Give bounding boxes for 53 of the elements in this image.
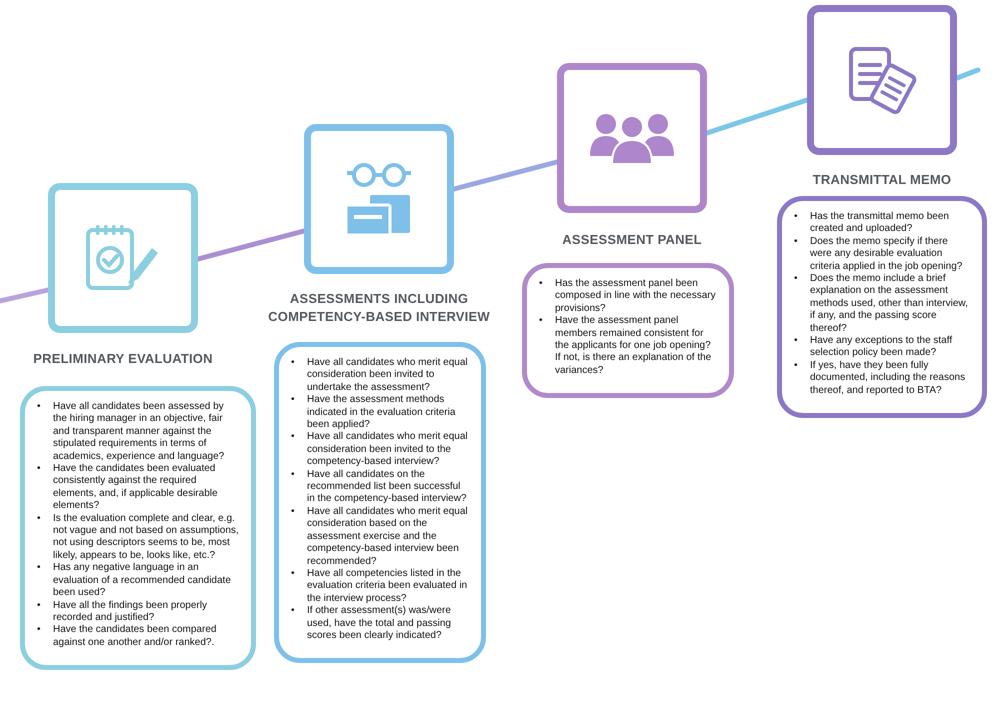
bullet-marker: • xyxy=(794,273,799,286)
bullet-marker: • xyxy=(794,211,799,224)
step-heading: ASSESSMENT PANEL xyxy=(561,231,703,249)
checklist-question: Has the assessment panel been composed in line with the necessary provisions? xyxy=(555,278,717,316)
checklist-question: If other assessment(s) was/were used, have the total and passing scores been clearly indicated? xyxy=(307,605,452,642)
connector-line xyxy=(704,98,810,136)
bullet-marker: • xyxy=(539,278,544,290)
connector-line xyxy=(954,68,980,80)
checklist-question: Has the transmittal memo been created and uploaded? xyxy=(810,211,950,236)
checklist-question: Have all candidates who merit equal consideration been invited to undertake the assessment? xyxy=(307,357,469,394)
step-heading: ASSESSMENTS INCLUDING COMPETENCY-BASED INTERVIEW xyxy=(267,290,491,326)
bullet-marker: • xyxy=(539,315,544,328)
checklist-question: Has any negative language in an evaluation of a recommended candidate been used? xyxy=(53,562,232,600)
bullet-marker: • xyxy=(291,431,296,444)
bullet-marker: • xyxy=(37,600,42,612)
checklist-box xyxy=(522,263,734,398)
connector-line xyxy=(196,228,306,262)
step-heading: TRANSMITTAL MEMO xyxy=(812,171,952,189)
checklist-question: Have all candidates been assessed by the hiring manager in an objective, fair and transparent manner against the stipulated requirements in terms of academics, experience and language? xyxy=(53,401,226,464)
checklist-box xyxy=(274,342,486,664)
bullet-marker: • xyxy=(37,624,42,637)
checklist-question: Have the assessment methods indicated in the evaluation criteria been applied? xyxy=(307,394,456,432)
checklist-box xyxy=(777,196,987,418)
checklist-question: Have the candidates been evaluated consistently against the required elements, and, if applicable desirable elements? xyxy=(53,463,219,513)
checklist-question: Is the evaluation complete and clear, e.g. not vague and not based on assumptions, not using descriptors seems to be, most likely, appears to be, looks like, etc.? xyxy=(53,512,239,562)
step-heading: PRELIMINARY EVALUATION xyxy=(32,350,214,368)
bullet-marker: • xyxy=(794,360,799,372)
checklist-question: If yes, have they been fully documented, including the reasons thereof, and reported to BTA? xyxy=(810,360,966,398)
checklist-question: Have all candidates on the recommended list been successful in the competency-based interview? xyxy=(307,468,468,506)
checklist-question: Have any exceptions to the staff selection policy been made? xyxy=(810,335,954,360)
connector-line xyxy=(452,160,560,192)
checklist-question: Does the memo specify if there were any desirable evaluation criteria applied in the job opening? xyxy=(810,236,964,274)
bullet-marker: • xyxy=(37,463,42,476)
connector-line xyxy=(0,288,50,304)
checklist-question: Have all candidates who merit equal consideration based on the assessment exercise and the competency-based interview been recommended? xyxy=(307,506,469,568)
bullet-marker: • xyxy=(291,568,296,580)
bullet-marker: • xyxy=(794,335,799,348)
bullet-marker: • xyxy=(37,512,42,526)
checklist-question: Have all competencies listed in the evaluation criteria been evaluated in the interview process? xyxy=(307,568,468,606)
bullet-marker: • xyxy=(291,468,296,482)
bullet-marker: • xyxy=(794,236,799,248)
bullet-marker: • xyxy=(291,605,296,618)
checklist-question: Have all candidates who merit equal consideration been invited to the competency-based interview? xyxy=(307,431,469,469)
checklist-box xyxy=(20,386,256,670)
bullet-marker: • xyxy=(291,357,296,370)
checklist-question: Does the memo include a brief explanation on the assessment methods used, other than interview, if any, and the passing score thereof? xyxy=(810,273,969,336)
bullet-marker: • xyxy=(291,394,296,407)
bullet-marker: • xyxy=(37,562,42,575)
checklist-question: Have all the findings been properly recorded and justified? xyxy=(53,600,208,624)
checklist-question: Have the candidates been compared against one another and/or ranked?. xyxy=(53,624,218,650)
bullet-marker: • xyxy=(37,401,42,414)
checklist-question: Have the assessment panel members remained consistent for the applicants for one job opening? If not, is there an explanation of the variances? xyxy=(555,315,712,378)
bullet-marker: • xyxy=(291,506,296,518)
